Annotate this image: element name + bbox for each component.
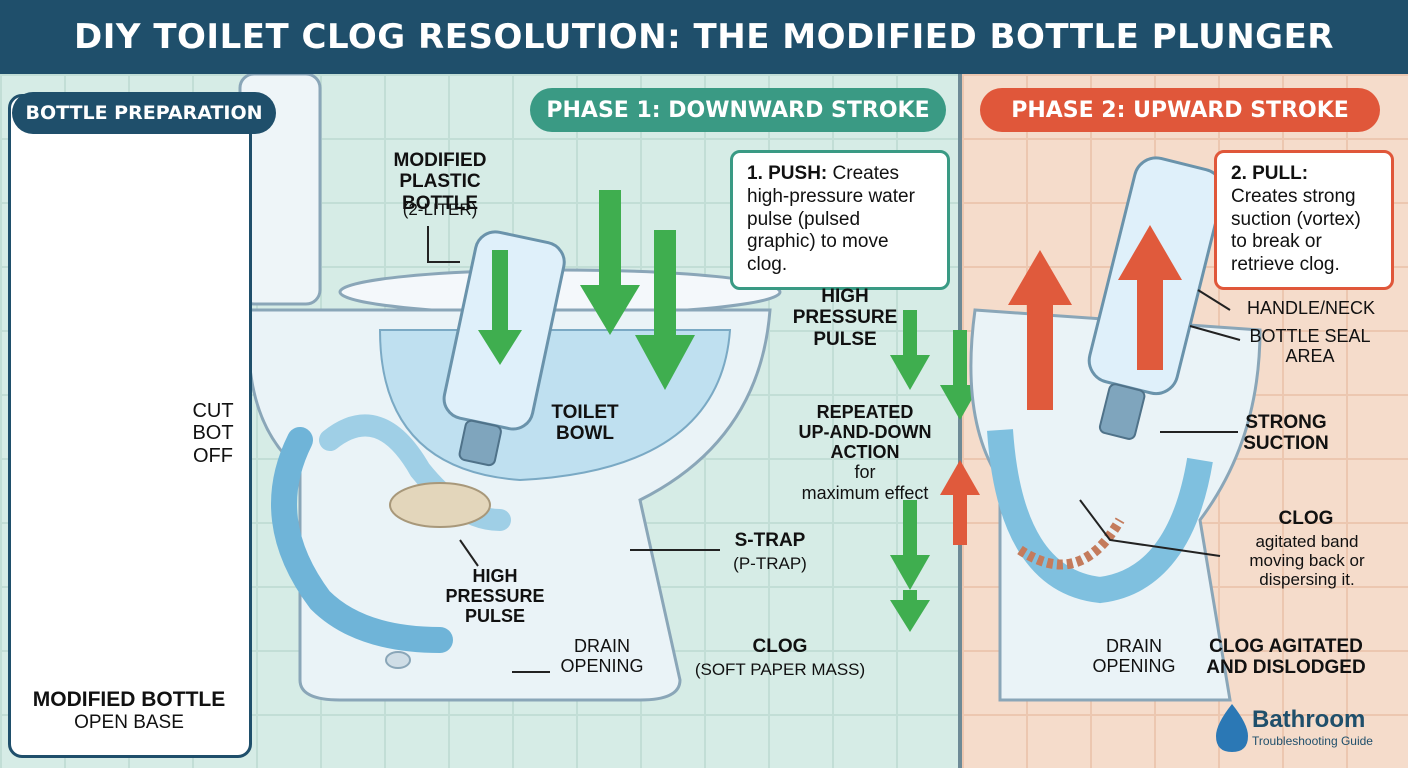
clog-mass (389, 482, 491, 528)
bottle-label-title: MODIFIED PLASTIC BOTTLE (393, 150, 487, 214)
brand-name: Bathroom (1252, 706, 1366, 733)
bottle-push-arrow-head (478, 330, 522, 365)
high-pressure-label-bottom: HIGH PRESSURE PULSE (445, 566, 545, 627)
drain-label-phase2: DRAIN OPENING (1092, 636, 1176, 677)
cut-label: CUT BOT OFF (192, 400, 234, 467)
clog-sub-phase1: (SOFT PAPER MASS) (694, 660, 866, 679)
brand-logo: Bathroom Troubleshooting Guide (1210, 698, 1402, 756)
phase2-title: PHASE 2: UPWARD STROKE (980, 88, 1380, 132)
s-trap-title: S-TRAP (734, 530, 806, 551)
phase2-toilet (969, 156, 1262, 702)
page-title: DIY TOILET CLOG RESOLUTION: THE MODIFIED… (74, 17, 1334, 57)
pull-text: Creates strong suction (vortex) to break… (1231, 185, 1361, 276)
bottle-prep-panel (8, 94, 252, 758)
leader-lines (427, 226, 1241, 673)
pull-arrow-2-head (1118, 225, 1182, 280)
clog-label-phase1: CLOG (752, 636, 808, 657)
s-trap-water (271, 427, 453, 653)
pull-callout: 2. PULL: Creates strong suction (vortex)… (1214, 150, 1394, 290)
clog-text-phase2: agitated band moving back or dispersing … (1249, 532, 1365, 590)
brand-drop-icon (1216, 704, 1248, 752)
prep-result-title: MODIFIED BOTTLE (32, 688, 226, 711)
prep-result-sub: OPEN BASE (74, 712, 184, 733)
repeated-text: for maximum effect (801, 462, 929, 503)
clog-label-phase2: CLOG (1278, 508, 1334, 529)
phase1-toilet (238, 72, 782, 702)
phase-divider (958, 74, 962, 768)
drain-label-phase1: DRAIN OPENING (560, 636, 644, 677)
pulse-arrows (890, 310, 980, 632)
pull-arrow-1-head (1008, 250, 1072, 305)
pull-bold: 2. PULL: (1231, 163, 1309, 184)
push-arrow-1-head (580, 285, 640, 335)
push-arrow-2-head (635, 335, 695, 390)
push-bold: 1. PUSH: (747, 163, 828, 184)
bottle-label-sub: (2-LITER) (402, 200, 478, 219)
toilet-bowl-label: TOILET BOWL (551, 402, 619, 445)
s-trap-sub: (P-TRAP) (733, 554, 807, 573)
clog-dislodged-label: CLOG AGITATED AND DISLODGED (1206, 636, 1366, 679)
repeated-action-label: REPEATED UP-AND-DOWN ACTION for maximum … (780, 402, 950, 503)
repeated-bold: REPEATED UP-AND-DOWN ACTION (798, 402, 932, 463)
push-callout: 1. PUSH: Creates high-pressure water pul… (730, 150, 950, 290)
title-bar: DIY TOILET CLOG RESOLUTION: THE MODIFIED… (0, 0, 1408, 74)
drain-hole (385, 651, 411, 669)
brand-sub: Troubleshooting Guide (1252, 734, 1373, 748)
handle-neck-label: HANDLE/NECK (1246, 298, 1376, 318)
prep-title: BOTTLE PREPARATION (12, 92, 276, 134)
high-pressure-label-top: HIGH PRESSURE PULSE (792, 286, 898, 350)
seal-area-label: BOTTLE SEAL AREA (1249, 326, 1371, 367)
push-text: Creates high-pressure water pulse (pulse… (747, 163, 915, 276)
strong-suction-label: STRONG SUCTION (1243, 412, 1329, 455)
phase1-title: PHASE 1: DOWNWARD STROKE (530, 88, 946, 132)
